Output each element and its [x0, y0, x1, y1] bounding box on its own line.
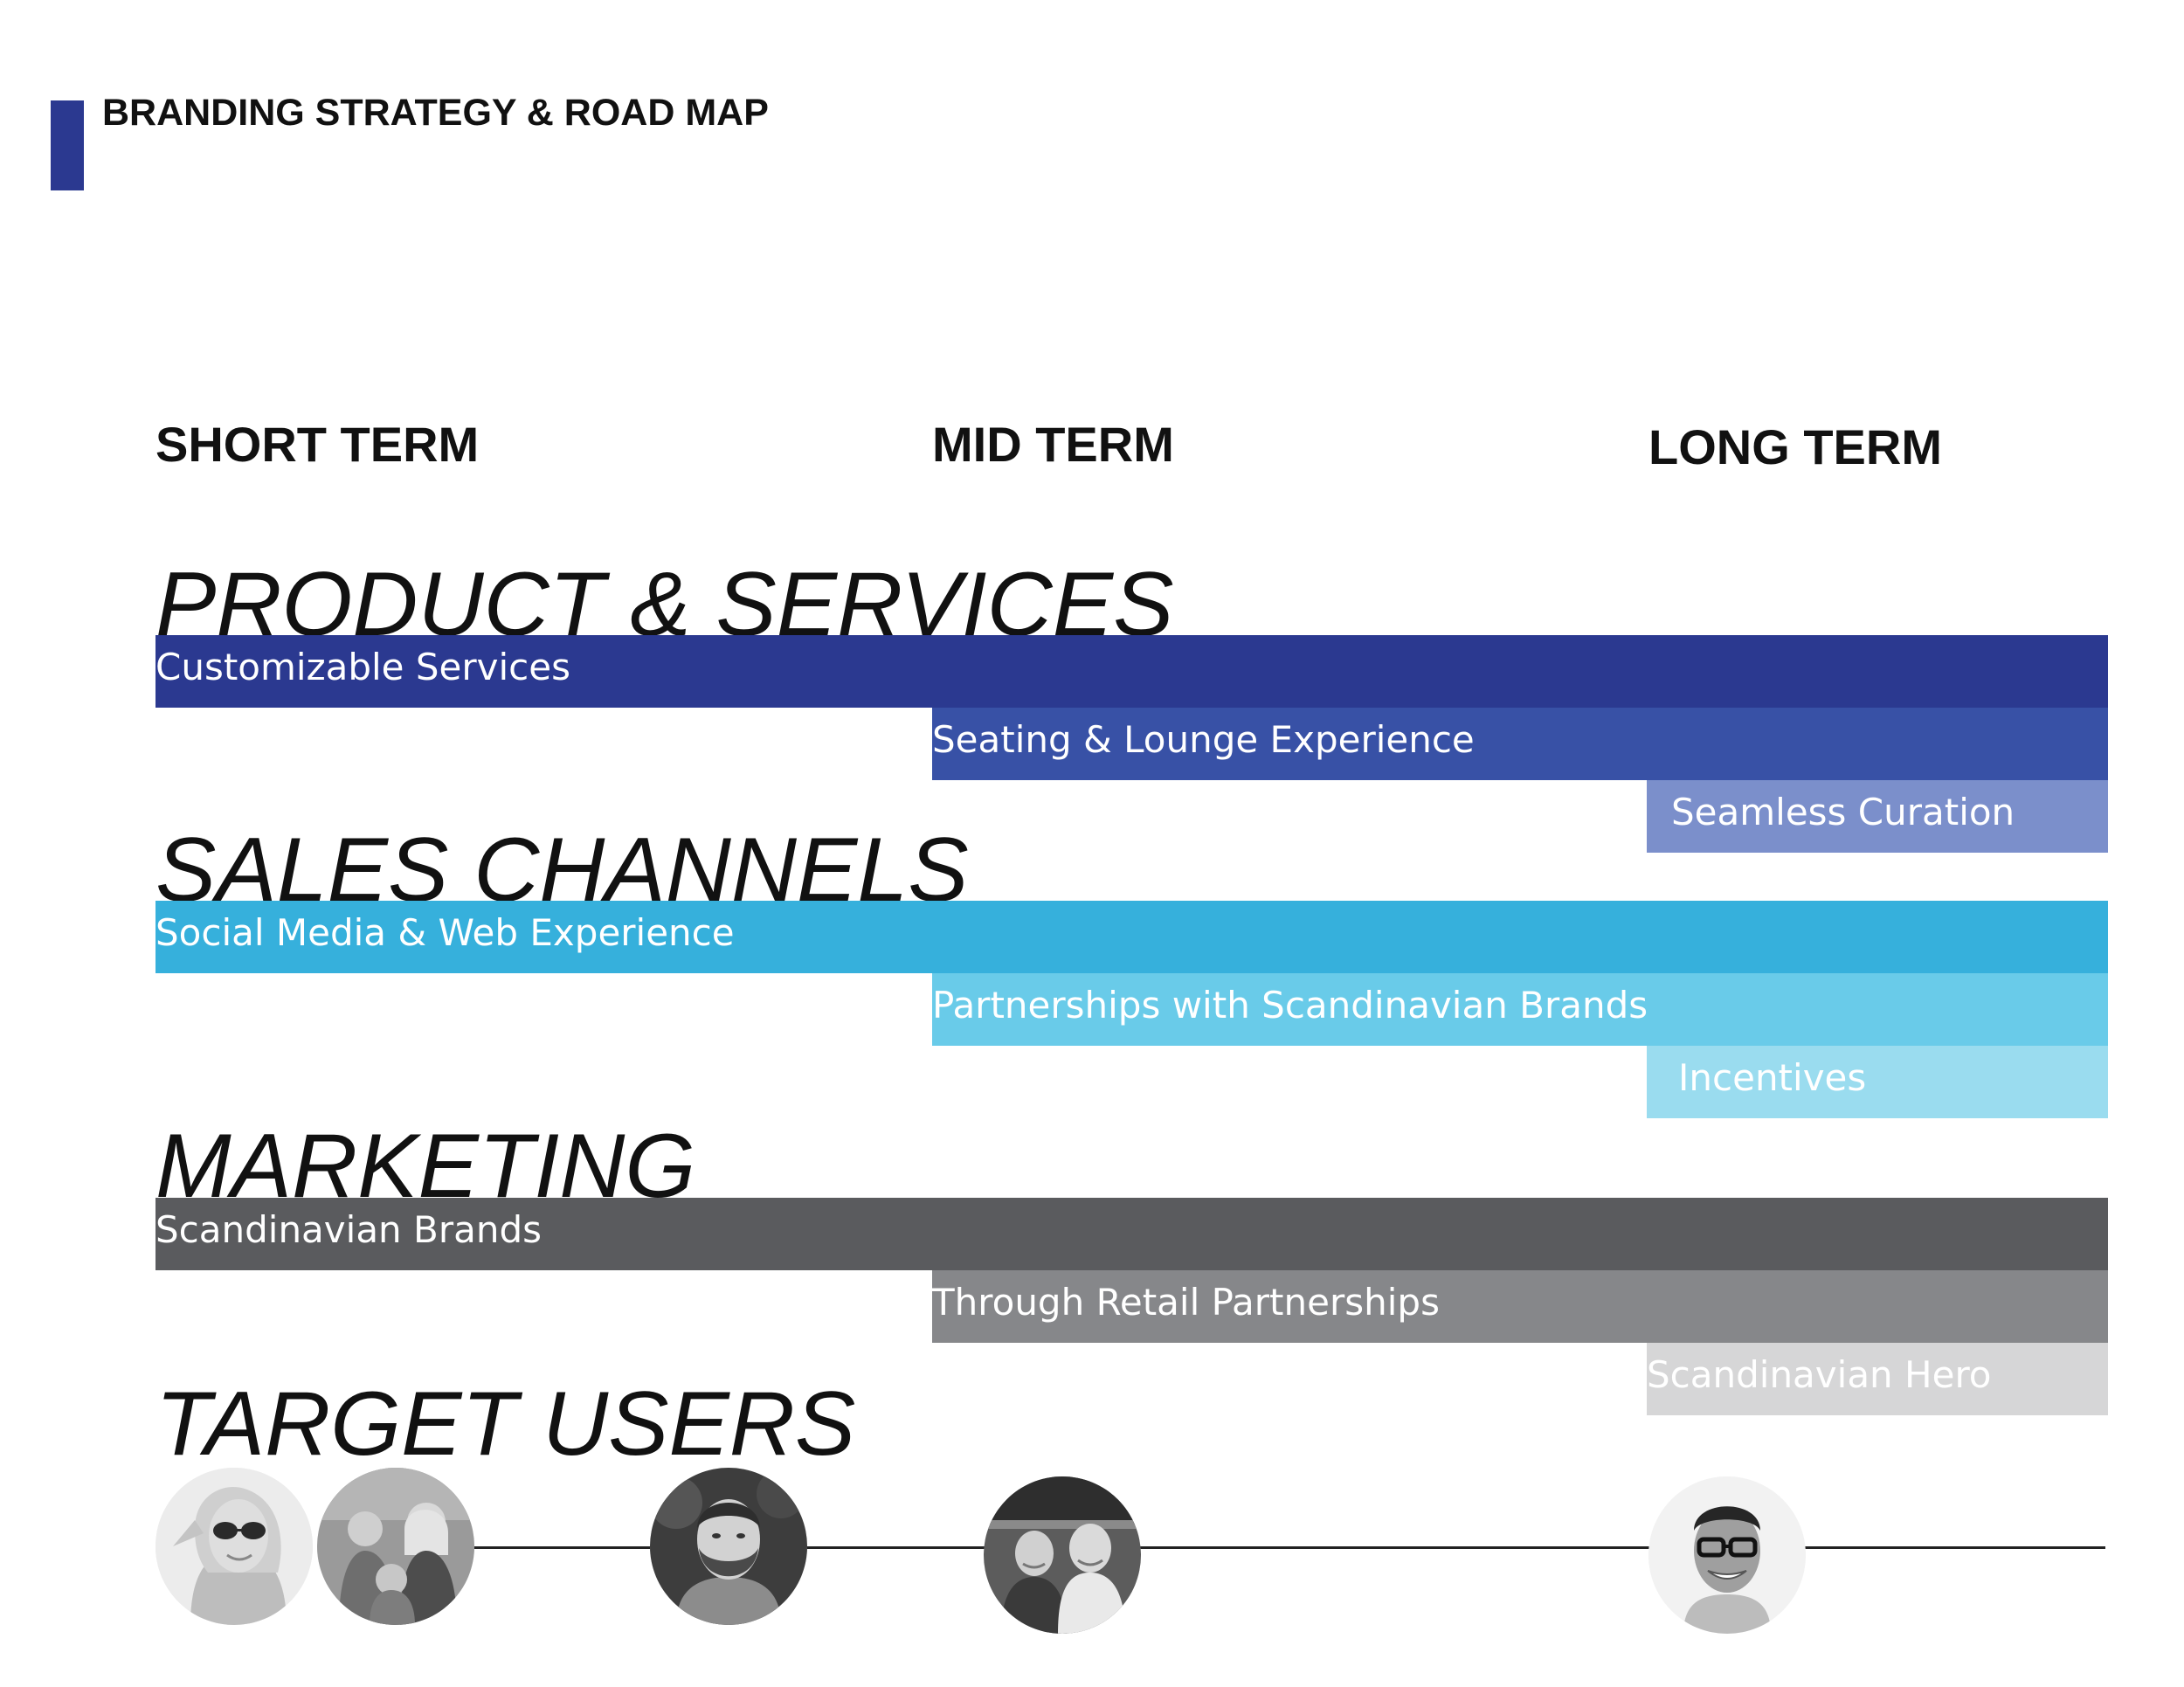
roadmap-bar-label: Incentives [1678, 1055, 1867, 1099]
term-label-mid: MID TERM [932, 417, 1174, 472]
term-label-long: LONG TERM [1648, 419, 1942, 474]
roadmap-bar: Partnerships with Scandinavian Brands [932, 973, 2108, 1046]
roadmap-bar: Scandinavian Brands [156, 1198, 2108, 1270]
page-title: BRANDING STRATEGY & ROAD MAP [102, 92, 769, 134]
section-heading-marketing: MARKETING [156, 1116, 696, 1217]
term-label-short: SHORT TERM [156, 417, 480, 472]
section-heading-product-services: PRODUCT & SERVICES [156, 554, 1174, 655]
roadmap-bar: Seamless Curation [1647, 780, 2108, 853]
roadmap-bar: Seating & Lounge Experience [932, 708, 2108, 780]
roadmap-bar-label: Social Media & Web Experience [156, 910, 735, 954]
section-heading-sales-channels: SALES CHANNELS [156, 819, 969, 921]
avatar-family-group [317, 1468, 474, 1625]
avatar-young-woman-sunglasses [156, 1468, 313, 1625]
roadmap-bar-label: Seating & Lounge Experience [932, 717, 1475, 761]
roadmap-bar: Through Retail Partnerships [932, 1270, 2108, 1343]
roadmap-bar-label: Seamless Curation [1671, 790, 2015, 833]
title-accent-bar [51, 100, 84, 190]
roadmap-bar: Social Media & Web Experience [156, 901, 2108, 973]
roadmap-bar: Scandinavian Hero [1647, 1343, 2108, 1415]
section-heading-target-users: TARGET USERS [156, 1373, 856, 1475]
roadmap-bar: Incentives [1647, 1046, 2108, 1118]
roadmap-bar-label: Scandinavian Hero [1647, 1352, 1992, 1396]
avatar-man-glasses-smiling [1648, 1476, 1806, 1634]
roadmap-bar-label: Customizable Services [156, 645, 570, 688]
avatar-bearded-man [650, 1468, 807, 1625]
roadmap-bar: Customizable Services [156, 635, 2108, 708]
roadmap-bar-label: Scandinavian Brands [156, 1207, 543, 1251]
avatar-two-older-men [984, 1476, 1141, 1634]
roadmap-bar-label: Partnerships with Scandinavian Brands [932, 983, 1648, 1027]
timeline-line [472, 1546, 2105, 1549]
roadmap-bar-label: Through Retail Partnerships [932, 1280, 1440, 1324]
